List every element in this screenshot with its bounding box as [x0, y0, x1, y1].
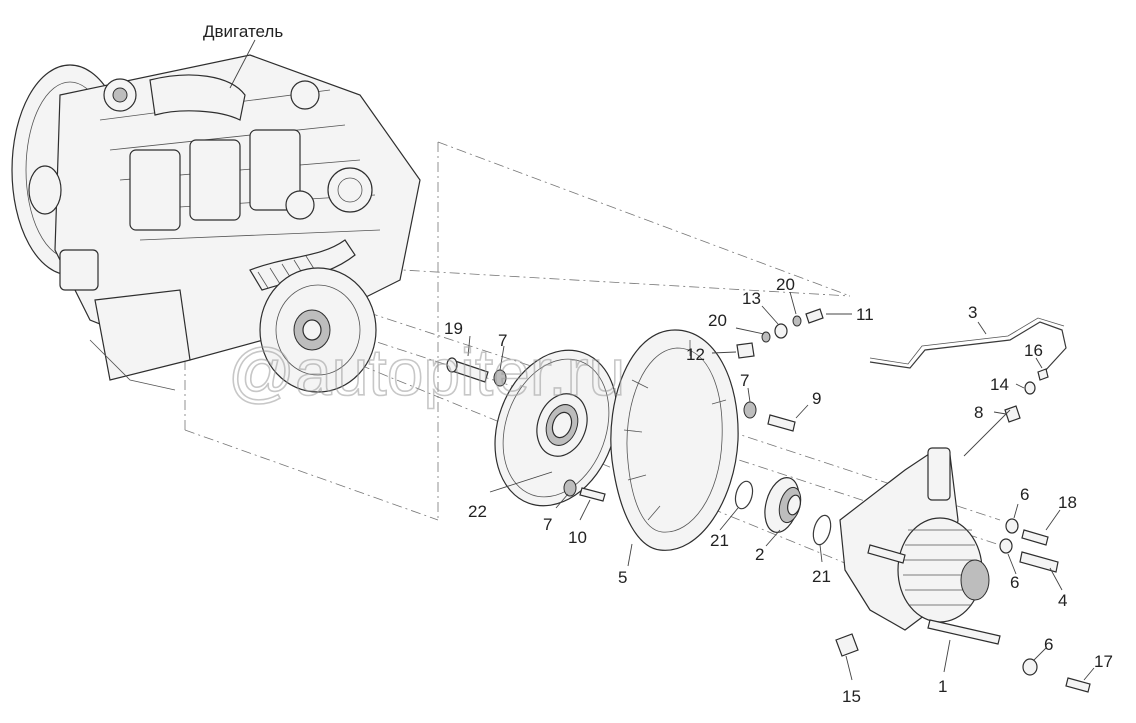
callout-2: 2 — [755, 545, 764, 564]
nut-13 — [774, 323, 788, 339]
callout-12: 12 — [686, 345, 705, 364]
callout-8: 8 — [974, 403, 983, 422]
callout-labels: 1 2 3 4 5 6 6 6 7 7 7 8 9 10 11 12 13 14… — [444, 275, 1113, 706]
callout-17: 17 — [1094, 652, 1113, 671]
housing-5 — [610, 329, 739, 551]
callout-16: 16 — [1024, 341, 1043, 360]
washer-6-mid — [999, 538, 1013, 554]
callout-7-upper: 7 — [740, 371, 749, 390]
callout-21-left: 21 — [710, 531, 729, 550]
callout-19: 19 — [444, 319, 463, 338]
bearing-cover-2 — [764, 477, 802, 533]
sleeve-14 — [1024, 381, 1036, 395]
washer-7-lower — [563, 479, 577, 497]
bolt-18 — [1021, 529, 1049, 546]
callout-20-lower: 20 — [708, 311, 727, 330]
callout-13: 13 — [742, 289, 761, 308]
callout-7-left: 7 — [498, 331, 507, 350]
callout-9: 9 — [812, 389, 821, 408]
washer-20-upper — [792, 315, 802, 327]
callout-3: 3 — [968, 303, 977, 322]
nut-16 — [1037, 368, 1049, 381]
callout-6-mid: 6 — [1010, 573, 1019, 592]
callout-1: 1 — [938, 677, 947, 696]
bolt-9 — [767, 414, 796, 432]
callout-11: 11 — [856, 305, 874, 324]
callout-18: 18 — [1058, 493, 1077, 512]
callout-6-bottom: 6 — [1044, 635, 1053, 654]
ring-21-right — [812, 514, 832, 546]
callout-4: 4 — [1058, 591, 1067, 610]
tube-3 — [869, 321, 1067, 373]
fitting-8 — [1004, 405, 1021, 423]
engine-assembly — [11, 54, 421, 393]
flywheel-22 — [494, 349, 618, 507]
leader-lines — [229, 39, 1095, 681]
washer-7-upper — [743, 401, 757, 419]
washer-6-bottom — [1022, 658, 1038, 676]
washer-6-top — [1005, 518, 1019, 534]
plug-12 — [736, 342, 755, 359]
bolt-10 — [579, 487, 606, 502]
bolt-17 — [1065, 677, 1091, 693]
callout-21-right: 21 — [812, 567, 831, 586]
fitting-11 — [805, 308, 824, 324]
callout-6-top: 6 — [1020, 485, 1029, 504]
callout-7-lower: 7 — [543, 515, 552, 534]
callout-10: 10 — [568, 528, 587, 547]
engine-label: Двигатель — [203, 22, 283, 41]
washer-20-lower — [761, 331, 771, 343]
clutch-assembly-1 — [839, 447, 1001, 645]
watermark-text: @autopiter.ru — [228, 335, 625, 409]
callout-15: 15 — [842, 687, 861, 706]
bolt-4 — [1019, 551, 1059, 573]
fitting-15 — [835, 633, 859, 657]
ring-21-left — [734, 480, 754, 510]
bolt-19 — [446, 357, 489, 383]
callout-5: 5 — [618, 568, 627, 587]
callout-20-upper: 20 — [776, 275, 795, 294]
callout-22: 22 — [468, 502, 487, 521]
callout-14: 14 — [990, 375, 1009, 394]
